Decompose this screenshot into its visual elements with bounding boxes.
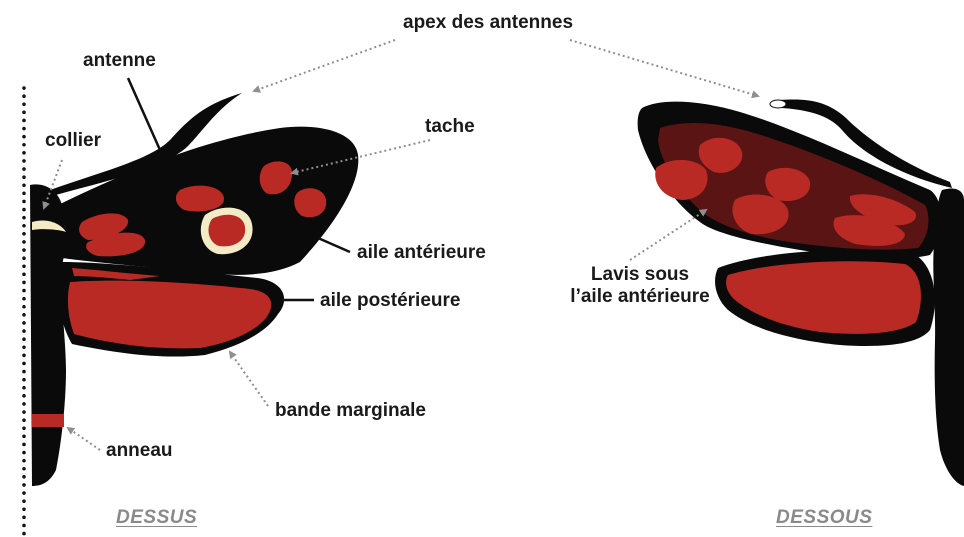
label-collier: collier [45, 130, 101, 152]
leader-anneau [68, 428, 100, 450]
section-title-dessous: DESSOUS [776, 507, 872, 529]
label-anneau: anneau [106, 440, 173, 462]
leader-bande [230, 352, 268, 406]
label-lavis: Lavis sous l’aile antérieure [560, 264, 720, 308]
label-bande-marginale: bande marginale [275, 400, 426, 422]
spot-mid-1 [176, 186, 224, 212]
label-apex: apex des antennes [403, 12, 573, 34]
label-aile-anterieure: aile antérieure [357, 242, 486, 264]
leader-apex-left [254, 40, 395, 91]
label-aile-posterieure: aile postérieure [320, 290, 460, 312]
body-right [933, 188, 964, 486]
label-antenne: antenne [83, 50, 156, 72]
label-tache: tache [425, 116, 475, 138]
label-lavis-line2: l’aile antérieure [560, 286, 720, 308]
leader-apex-right [570, 40, 758, 96]
label-lavis-line1: Lavis sous [560, 264, 720, 286]
section-title-dessus: DESSUS [116, 507, 197, 529]
anneau-band [32, 414, 64, 427]
spot-apical [294, 188, 326, 217]
leader-aile-anterieure [318, 238, 350, 252]
leader-antenne [128, 78, 160, 150]
spot-under-2 [655, 160, 707, 200]
antenna-apex-white [770, 100, 786, 108]
